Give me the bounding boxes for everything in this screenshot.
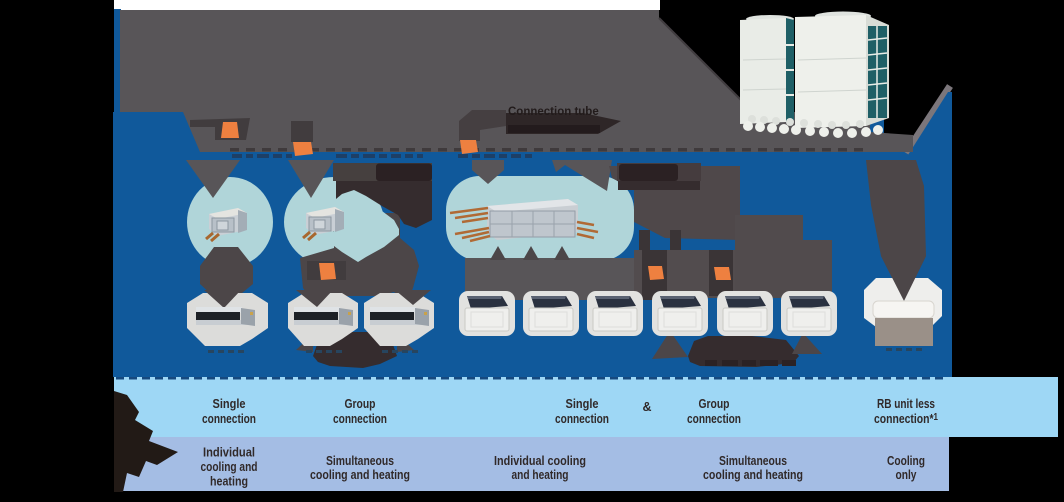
svg-text:only: only [896, 467, 918, 482]
svg-text:Connection tube: Connection tube [508, 106, 599, 118]
svg-text:Simultaneous: Simultaneous [719, 453, 787, 468]
svg-text:connection: connection [687, 411, 741, 426]
svg-text:cooling and heating: cooling and heating [310, 467, 410, 482]
svg-text:Individual cooling: Individual cooling [494, 453, 586, 468]
svg-text:Group: Group [345, 396, 376, 411]
svg-text:Group: Group [699, 396, 730, 411]
svg-text:connection*1: connection*1 [874, 411, 938, 426]
svg-text:Simultaneous: Simultaneous [326, 453, 394, 468]
svg-text:cooling and: cooling and [201, 459, 258, 474]
svg-text:&: & [643, 399, 652, 414]
svg-text:and heating: and heating [512, 467, 569, 482]
svg-text:connection: connection [555, 411, 609, 426]
svg-text:connection: connection [333, 411, 387, 426]
svg-text:cooling and heating: cooling and heating [703, 467, 803, 482]
svg-text:Single: Single [566, 396, 599, 411]
svg-text:Cooling: Cooling [887, 453, 925, 468]
svg-text:Single: Single [213, 396, 246, 411]
svg-text:connection: connection [202, 411, 256, 426]
svg-text:heating: heating [210, 474, 248, 489]
svg-text:Individual: Individual [203, 445, 255, 460]
svg-text:RB unit less: RB unit less [877, 396, 935, 411]
